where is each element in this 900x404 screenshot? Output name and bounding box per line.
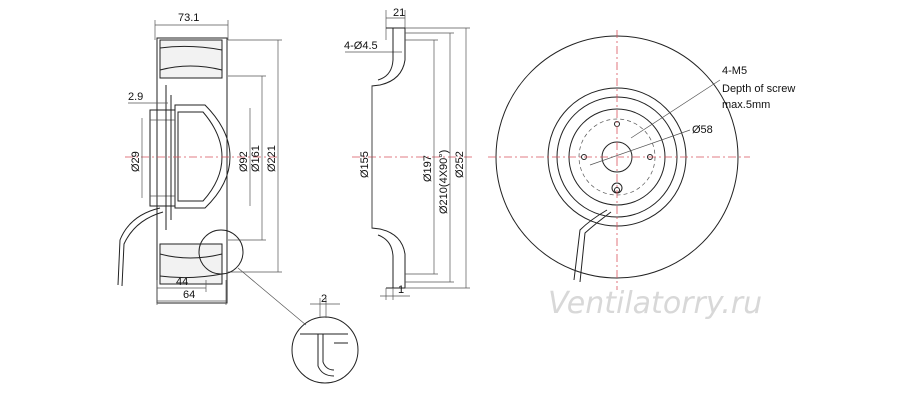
dim-44-label: 44 (176, 276, 188, 288)
dim-64-label: 64 (183, 289, 195, 301)
dim-shaft-label: Ø29 (130, 151, 142, 172)
dim-gap-label: 2 (321, 293, 327, 305)
dim-hub-label: Ø92 (238, 151, 250, 172)
dim-252-label: Ø252 (454, 151, 466, 178)
lower-blade-band (159, 243, 223, 285)
dim-155-label: Ø155 (359, 151, 371, 178)
dim-top-label: 21 (393, 7, 405, 19)
dim-inner-label: Ø161 (250, 145, 262, 172)
dim-holes-label: 4-Ø4.5 (344, 40, 378, 52)
dim-flange-label: 2.9 (128, 91, 143, 103)
dim-210-label: Ø210(4X90°) (438, 150, 450, 214)
section-view: 21 4-Ø4.5 Ø155 Ø197 Ø210(4X90°) Ø252 1 (344, 7, 475, 300)
dim-outer-label: Ø221 (266, 145, 278, 172)
note-screw-line2: Depth of screw (722, 83, 795, 95)
side-view: 73.1 2.9 Ø29 Ø92 (117, 12, 307, 326)
detail-callout-circle (198, 229, 244, 275)
detail-view: 2 (291, 293, 359, 384)
note-screw-line3: max.5mm (722, 99, 770, 111)
dim-58-label: Ø58 (692, 124, 713, 136)
note-screw-line1: 4-M5 (722, 65, 747, 77)
dim-197-label: Ø197 (422, 155, 434, 182)
dim-width-label: 73.1 (178, 12, 199, 24)
upper-blade-band (159, 39, 223, 79)
front-view: 4-M5 Depth of screw max.5mm Ø58 (488, 30, 795, 290)
dim-1-label: 1 (398, 284, 404, 296)
watermark-text: Ventilatorry.ru (548, 286, 762, 321)
